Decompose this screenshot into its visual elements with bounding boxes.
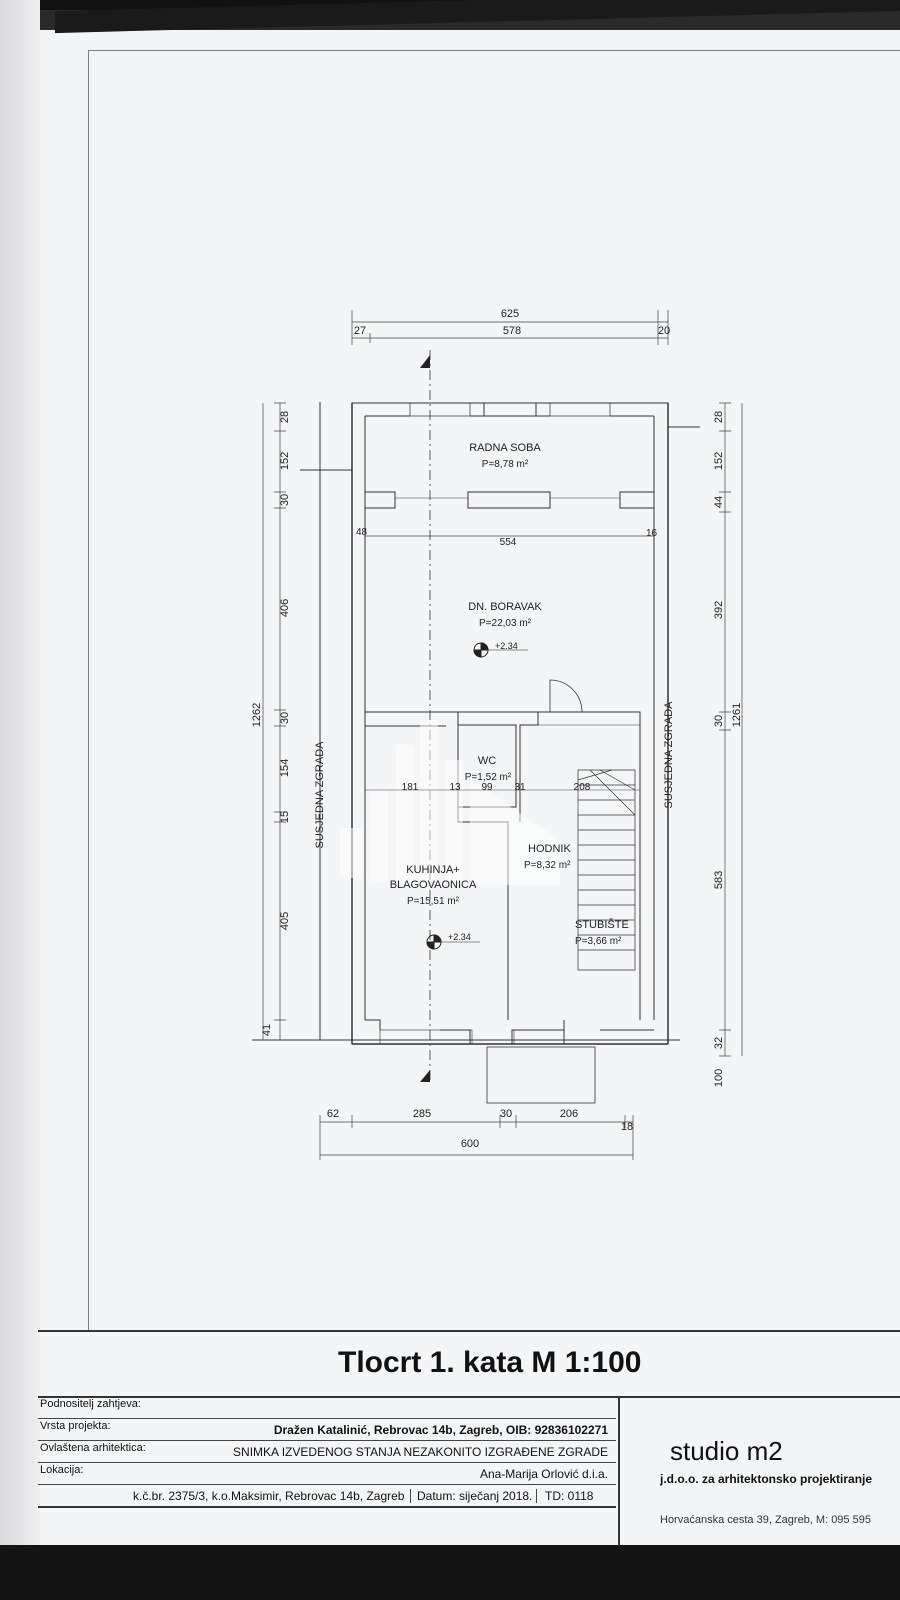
dim-bottom-4: 206 [560, 1108, 578, 1120]
architect-row: Lokacija: Ana-Marija Orlović d.i.a. [38, 1462, 616, 1485]
dim-top-mid: 578 [503, 325, 521, 337]
location-value: k.č.br. 2375/3, k.o.Maksimir, Rebrovac 1… [133, 1489, 405, 1503]
dim-right-7: 32 [713, 1037, 725, 1049]
dim-right-2: 152 [713, 452, 725, 470]
dim-left-9: 41 [261, 1024, 273, 1036]
room-kuhinja-name1: KUHINJA+ [406, 864, 460, 876]
dim-right-total: 1261 [731, 703, 743, 727]
dim-inner-k2: 13 [449, 782, 461, 793]
dim-left-3: 30 [279, 494, 291, 506]
dim-top-right: 20 [658, 325, 670, 337]
dim-bottom-total: 600 [461, 1138, 479, 1150]
project-type-row: Ovlaštena arhitektica: SNIMKA IZVEDENOG … [38, 1440, 616, 1463]
room-radna-soba-area: P=8,78 m² [482, 459, 529, 470]
dim-inner-w1: 48 [356, 527, 368, 538]
project-info: Podnositelj zahtjeva: Vrsta projekta: Dr… [38, 1396, 616, 1546]
td-value: TD: 0118 [536, 1489, 593, 1503]
dim-right-4: 392 [713, 601, 725, 619]
dim-right-6: 583 [713, 871, 725, 889]
applicant-label: Podnositelj zahtjeva: [40, 1398, 141, 1410]
dim-inner-w2: 554 [500, 537, 517, 548]
dim-bottom-3: 30 [500, 1108, 512, 1120]
dim-left-4: 406 [279, 599, 291, 617]
studio-block: studio m2 j.d.o.o. za arhitektonsko proj… [618, 1396, 900, 1546]
dim-inner-k1: 181 [402, 782, 419, 793]
dim-right-5: 30 [713, 715, 725, 727]
title-block: Tlocrt 1. kata M 1:100 Podnositelj zahtj… [38, 1330, 900, 1560]
room-radna-soba-name: RADNA SOBA [469, 442, 541, 454]
dim-inner-w3: 16 [646, 528, 658, 539]
room-stubiste-area: P=3,66 m² [575, 936, 622, 947]
bottom-stripe [0, 1545, 900, 1600]
dim-right-1: 28 [713, 411, 725, 423]
location-row: k.č.br. 2375/3, k.o.Maksimir, Rebrovac 1… [38, 1484, 616, 1508]
dim-left-5: 30 [279, 712, 291, 724]
project-type-label: Vrsta projekta: [40, 1420, 111, 1432]
dim-bottom-1: 62 [327, 1108, 339, 1120]
room-hodnik-area: P=8,32 m² [524, 860, 571, 871]
room-wc-area: P=1,52 m² [465, 772, 512, 783]
dim-left-8: 405 [279, 912, 291, 930]
dim-bottom-2: 285 [413, 1108, 431, 1120]
architect-label: Ovlaštena arhitektica: [40, 1442, 146, 1454]
dim-left-6: 154 [279, 759, 291, 777]
location-label: Lokacija: [40, 1464, 84, 1476]
dim-top-left: 27 [354, 325, 366, 337]
dim-left-7: 15 [279, 811, 291, 823]
page-edge [0, 0, 40, 1600]
dim-left-total: 1262 [251, 703, 263, 727]
dim-top-total: 625 [501, 308, 519, 320]
room-boravak-name: DN. BORAVAK [468, 601, 542, 613]
room-wc-name: WC [478, 755, 496, 767]
dim-inner-k3: 99 [481, 782, 493, 793]
studio-address: Horvaćanska cesta 39, Zagreb, M: 095 595 [660, 1514, 871, 1526]
dim-bottom-5: 18 [621, 1121, 633, 1133]
title-row: Tlocrt 1. kata M 1:100 [38, 1330, 900, 1398]
architect-value: Ana-Marija Orlović d.i.a. [479, 1467, 608, 1481]
studio-subtitle: j.d.o.o. za arhitektonsko projektiranje [660, 1472, 873, 1486]
dim-right-8: 100 [713, 1069, 725, 1087]
level-kuhinja: +2.34 [448, 932, 471, 942]
studio-name: studio m2 [670, 1436, 783, 1466]
project-type-value: SNIMKA IZVEDENOG STANJA NEZAKONITO IZGRA… [233, 1445, 608, 1459]
applicant-row: Podnositelj zahtjeva: [38, 1396, 616, 1419]
dim-inner-k5: 208 [574, 782, 591, 793]
room-kuhinja-area: P=15,51 m² [407, 896, 460, 907]
neighbor-right-label: SUSJEDNA ZGRADA [663, 701, 675, 809]
dim-left-1: 28 [279, 411, 291, 423]
date-value: Datum: siječanj 2018. [410, 1489, 532, 1503]
drawing-title: Tlocrt 1. kata M 1:100 [338, 1346, 642, 1379]
level-boravak: +2.34 [495, 641, 518, 651]
dim-right-3: 44 [713, 496, 725, 508]
dim-left-2: 152 [279, 452, 291, 470]
room-kuhinja-name2: BLAGOVAONICA [390, 879, 477, 891]
room-boravak-area: P=22,03 m² [479, 618, 532, 629]
applicant-value: Dražen Katalinić, Rebrovac 14b, Zagreb, … [273, 1423, 608, 1437]
neighbor-left-label: SUSJEDNA ZGRADA [314, 741, 326, 849]
applicant-value-row: Vrsta projekta: Dražen Katalinić, Rebrov… [38, 1418, 616, 1441]
room-hodnik-name: HODNIK [528, 843, 571, 855]
dim-inner-k4: 31 [514, 782, 526, 793]
room-stubiste-name: STUBIŠTE [575, 918, 629, 931]
